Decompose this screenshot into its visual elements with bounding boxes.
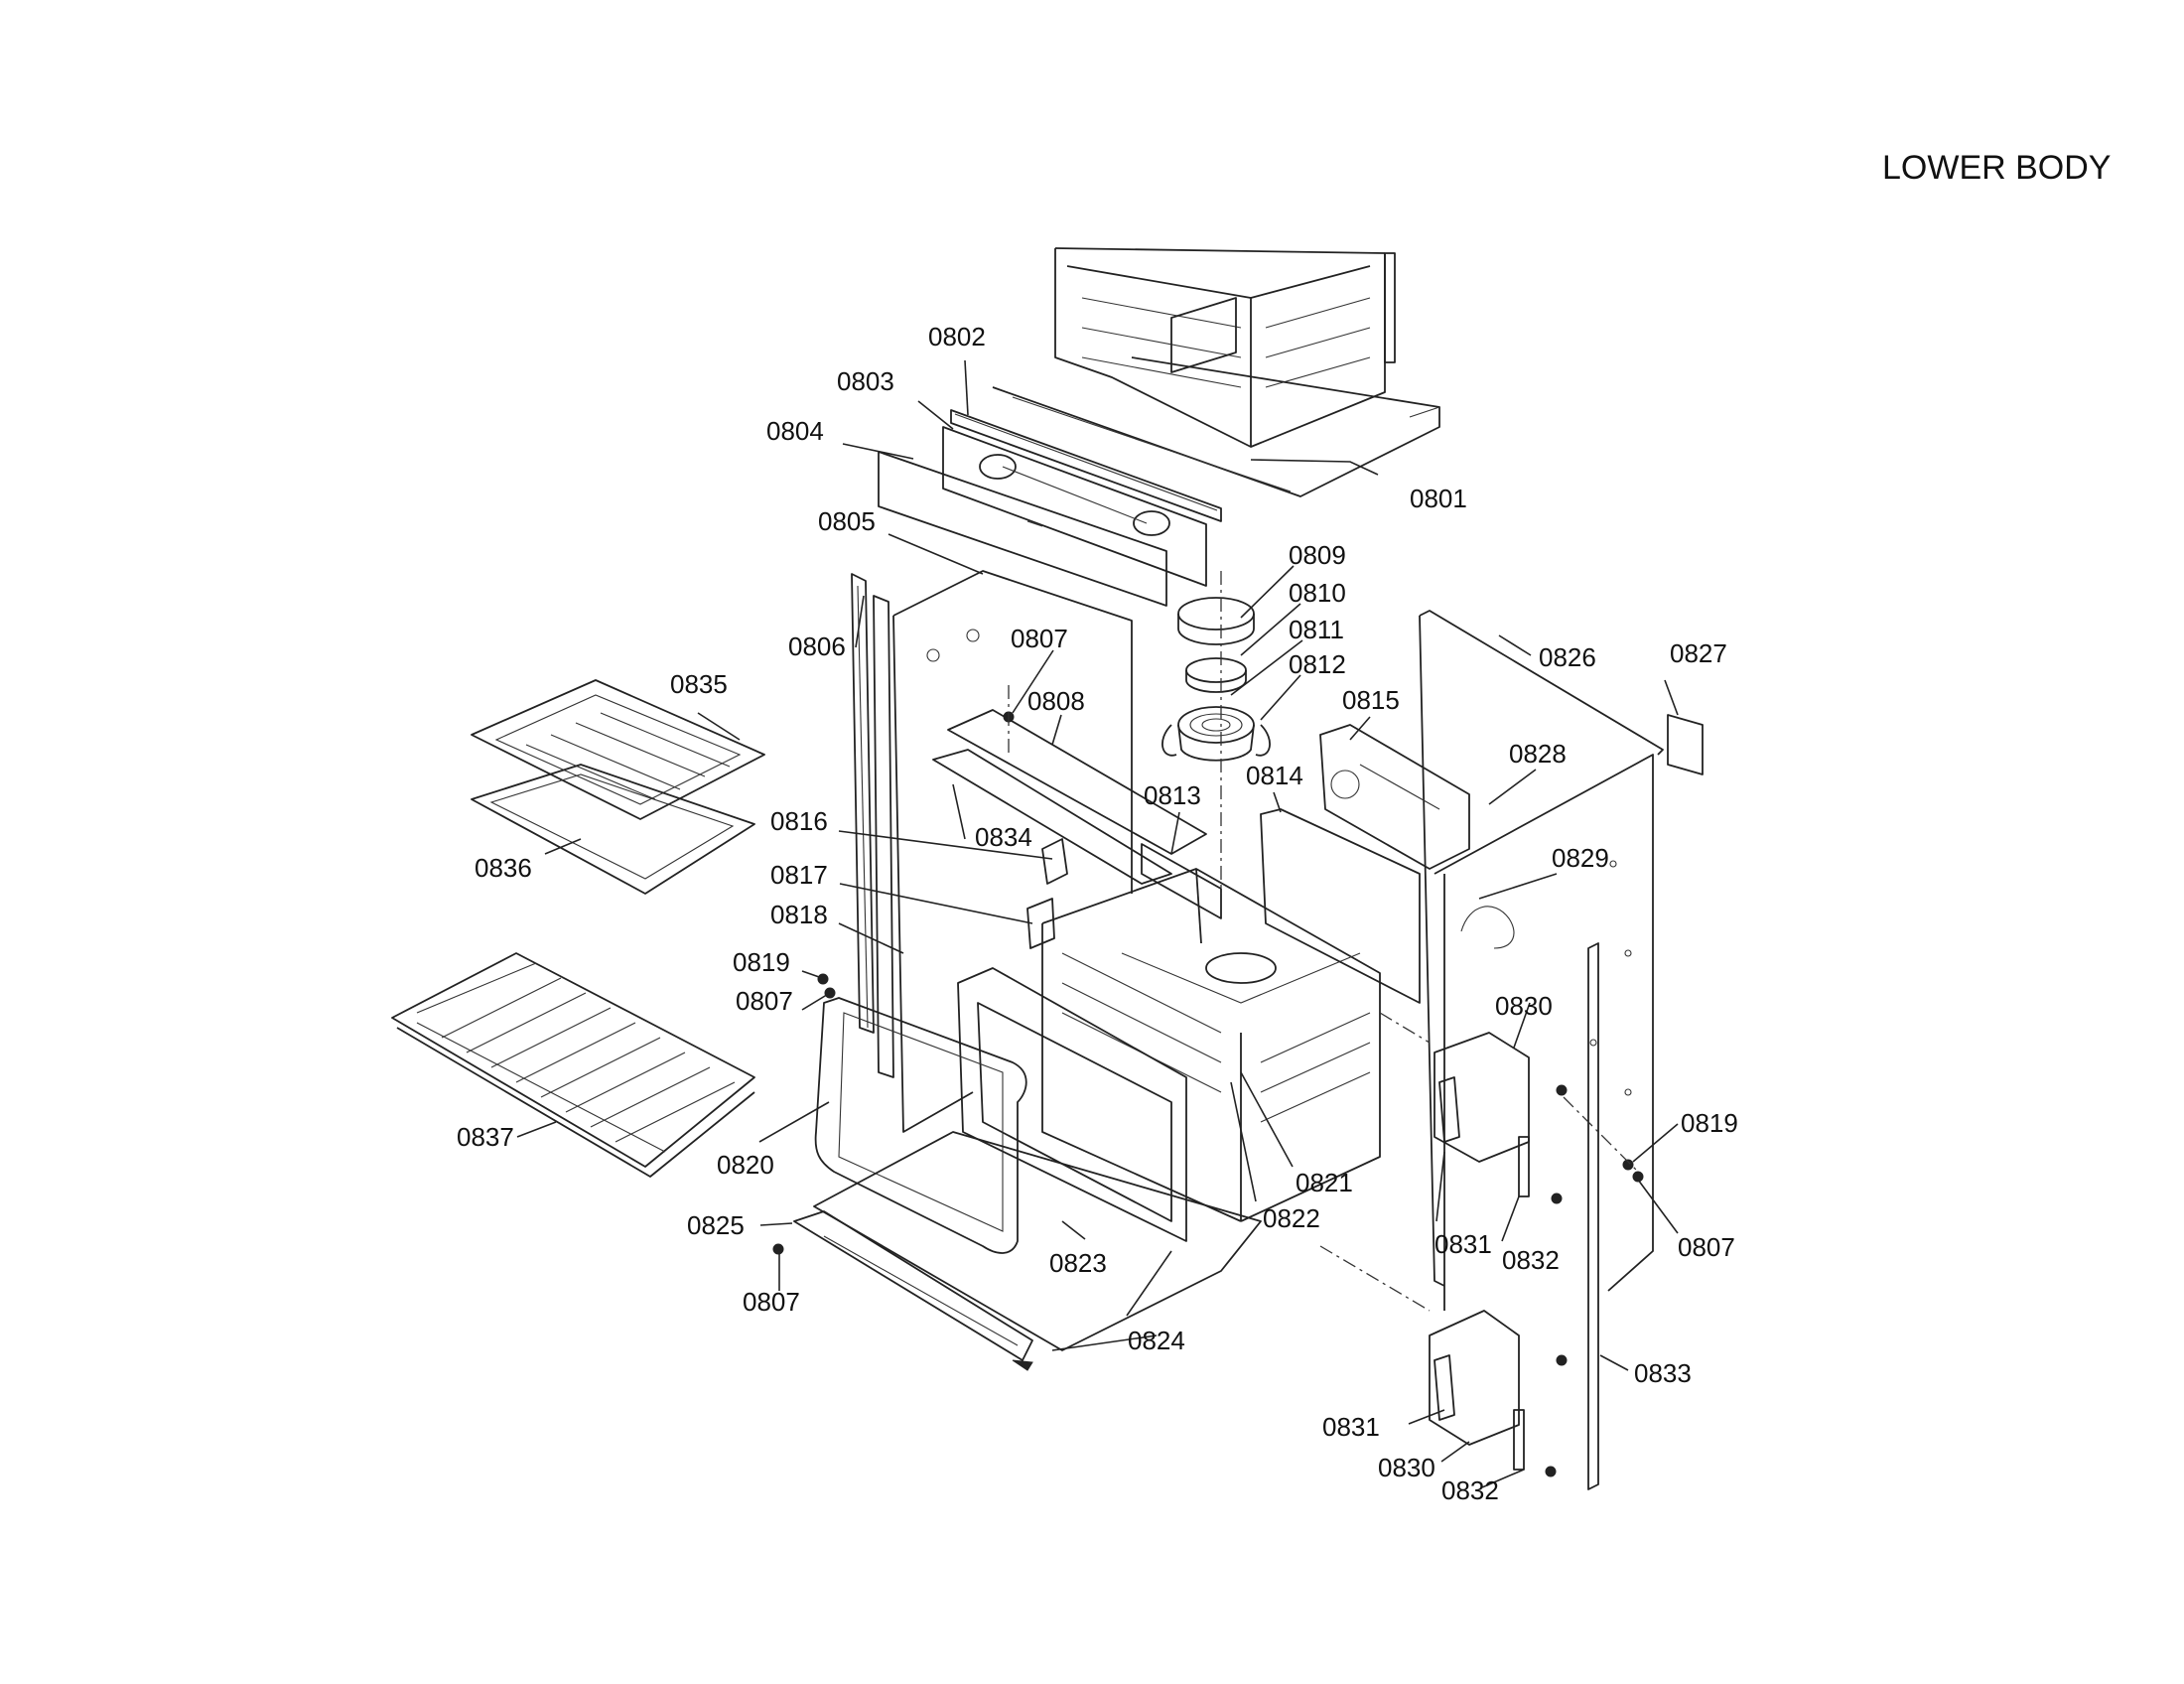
label-0813: 0813 [1144,780,1201,810]
label-0831-lower: 0831 [1322,1412,1380,1442]
side-channel-left-part [851,573,894,1078]
label-0816: 0816 [770,806,828,836]
label-0807-top: 0807 [1011,624,1068,653]
label-0812: 0812 [1289,649,1346,679]
label-0804: 0804 [766,416,824,446]
label-0810: 0810 [1289,578,1346,608]
broil-pan-part [471,679,765,895]
label-0807-right: 0807 [1678,1232,1735,1262]
label-0831-upper: 0831 [1434,1229,1492,1259]
upper-cavity-part [992,247,1440,497]
label-0827: 0827 [1670,638,1727,668]
label-0830-upper: 0830 [1495,991,1553,1021]
trim-strip-right-part [1587,942,1599,1490]
label-0823: 0823 [1049,1248,1107,1278]
label-0807-bottom: 0807 [743,1287,800,1317]
label-0807-left: 0807 [736,986,793,1016]
label-0822: 0822 [1263,1203,1320,1233]
label-0808: 0808 [1027,686,1085,716]
label-0833: 0833 [1634,1358,1692,1388]
vent-channel-part [932,709,1222,919]
label-0819-right: 0819 [1681,1108,1738,1138]
label-0828: 0828 [1509,739,1567,769]
label-0825: 0825 [687,1210,745,1240]
label-0819-left: 0819 [733,947,790,977]
screw-parts [772,711,1644,1477]
control-panel-part [878,451,1167,607]
label-0817: 0817 [770,860,828,890]
label-0832-lower: 0832 [1441,1475,1499,1505]
label-0832-upper: 0832 [1502,1245,1560,1275]
label-0811: 0811 [1289,615,1344,644]
label-0809: 0809 [1289,540,1346,570]
label-0818: 0818 [770,900,828,929]
label-0821: 0821 [1296,1168,1353,1197]
label-0814: 0814 [1246,761,1303,790]
hinge-assembly-upper-part [1433,1032,1530,1197]
assembly-dash-lines [1008,571,1639,1312]
hinge-assembly-lower-part [1429,1310,1525,1471]
label-0824: 0824 [1128,1326,1185,1355]
label-0803: 0803 [837,366,894,396]
leader-lines [516,359,1679,1488]
label-0801: 0801 [1410,484,1467,513]
label-0802: 0802 [928,322,986,351]
convection-fan-part [1161,597,1271,762]
label-0834: 0834 [975,822,1032,852]
rear-panel-part [1260,724,1470,1004]
bottom-tray-part [793,1131,1262,1371]
label-0815: 0815 [1342,685,1400,715]
label-0836: 0836 [475,853,532,883]
left-side-panel-part [892,570,1133,1133]
label-0805: 0805 [818,506,876,536]
label-0837: 0837 [457,1122,514,1152]
label-0826: 0826 [1539,642,1596,672]
oven-cavity-part [814,868,1381,1254]
label-0820: 0820 [717,1150,774,1180]
latch-bracket-part [1026,838,1068,949]
part-labels: 0802 0803 0804 0805 0801 0809 0810 0811 … [457,322,1738,1505]
label-0830-lower: 0830 [1378,1453,1435,1482]
oven-rack-part [391,952,755,1178]
label-0829: 0829 [1552,843,1609,873]
label-0806: 0806 [788,632,846,661]
diagram-title: LOWER BODY [1882,149,2111,187]
side-panel-right-part [1419,610,1704,1311]
front-trim-part [942,409,1222,587]
label-0835: 0835 [670,669,728,699]
